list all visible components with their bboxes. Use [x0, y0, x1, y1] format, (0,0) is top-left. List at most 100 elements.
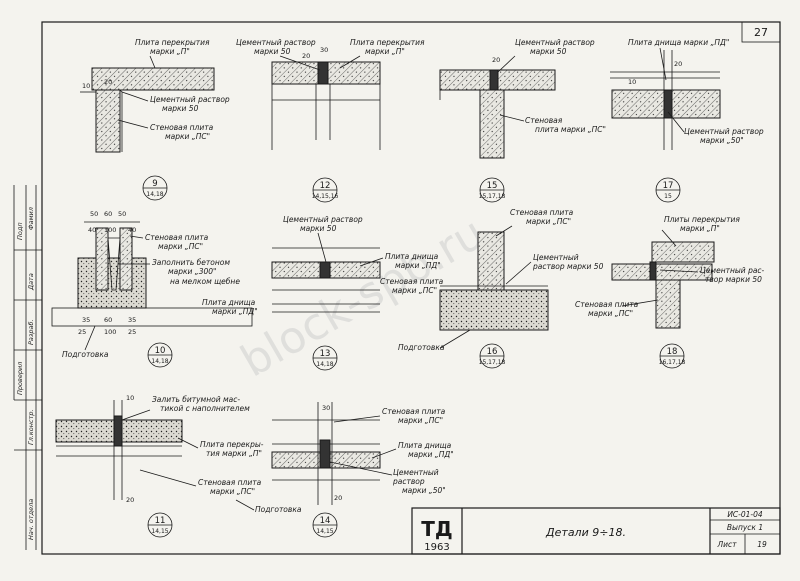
svg-text:100: 100 [104, 226, 116, 234]
svg-text:10: 10 [155, 346, 166, 356]
svg-text:20: 20 [104, 78, 112, 86]
svg-text:20: 20 [302, 52, 310, 60]
svg-text:Заполнить бетоном: Заполнить бетоном [152, 258, 230, 267]
svg-text:30: 30 [320, 46, 328, 54]
svg-text:50: 50 [90, 210, 98, 218]
svg-text:Цементный: Цементный [393, 468, 439, 477]
side-note: Подп [16, 222, 24, 240]
svg-text:тикой с наполнителем: тикой с наполнителем [160, 404, 250, 413]
svg-text:14,18: 14,18 [151, 358, 168, 365]
svg-text:10: 10 [82, 82, 90, 90]
svg-text:марки „П": марки „П" [150, 47, 190, 56]
svg-text:Плита днища: Плита днища [385, 252, 439, 261]
detail-11: 10 20 Залить битумной мас- тикой с напол… [55, 394, 302, 538]
svg-text:Стеновая плита: Стеновая плита [575, 300, 639, 309]
svg-text:25: 25 [78, 328, 86, 336]
svg-text:Цементный раствор: Цементный раствор [684, 127, 764, 136]
sheet-number: 27 [754, 26, 768, 39]
svg-text:Плита днища марки „ПД": Плита днища марки „ПД" [628, 38, 729, 47]
issue: Выпуск 1 [727, 523, 763, 532]
svg-text:Подготовка: Подготовка [398, 343, 445, 352]
detail-18: Плиты перекрытия марки „П" Цементный рас… [575, 215, 765, 369]
svg-text:Подготовка: Подготовка [62, 350, 109, 359]
svg-text:14,15,16: 14,15,16 [312, 193, 339, 200]
list-label: Лист [716, 540, 737, 549]
detail-10: 50 60 50 40 100 40 25 100 25 35 60 35 Ст… [51, 210, 258, 368]
svg-text:марки „ПС": марки „ПС" [526, 217, 571, 226]
svg-text:15,17,18: 15,17,18 [479, 359, 506, 366]
svg-text:Цементный раствор: Цементный раствор [283, 215, 363, 224]
svg-text:раствор: раствор [392, 477, 425, 486]
detail-17: 20 10 Плита днища марки „ПД" Цементный р… [610, 38, 764, 203]
svg-text:14,18: 14,18 [146, 191, 163, 198]
svg-text:60: 60 [104, 316, 112, 324]
side-note: Разраб. [27, 319, 35, 345]
svg-text:марки 50: марки 50 [162, 104, 199, 113]
svg-text:Стеновая плита: Стеновая плита [150, 123, 214, 132]
svg-text:100: 100 [104, 328, 116, 336]
svg-text:20: 20 [492, 56, 500, 64]
svg-text:марки „ПД": марки „ПД" [408, 450, 454, 459]
svg-text:тия марки „П": тия марки „П" [206, 449, 262, 458]
svg-text:марки „ПС": марки „ПС" [158, 242, 203, 251]
sheet-title: Детали 9÷18. [545, 526, 626, 539]
svg-text:Плита перекрытия: Плита перекрытия [135, 38, 210, 47]
svg-text:плита марки „ПС": плита марки „ПС" [535, 125, 606, 134]
svg-text:марки „50": марки „50" [402, 486, 446, 495]
detail-13: Цементный раствор марки 50 Плита днища м… [271, 215, 444, 371]
svg-text:Подготовка: Подготовка [255, 505, 302, 514]
svg-text:Стеновая: Стеновая [525, 116, 563, 125]
svg-text:12: 12 [320, 181, 331, 191]
svg-text:40: 40 [128, 226, 136, 234]
svg-text:40: 40 [88, 226, 96, 234]
detail-16: Стеновая плита марки „ПС" Цементный раст… [398, 208, 604, 369]
svg-text:марки „ПС": марки „ПС" [210, 487, 255, 496]
svg-text:марки „ПД": марки „ПД" [212, 307, 258, 316]
title-block: ТД 1963 Детали 9÷18. ИС-01-04 Выпуск 1 Л… [411, 507, 781, 555]
svg-text:марки „П": марки „П" [680, 224, 720, 233]
svg-text:марки 50: марки 50 [254, 47, 291, 56]
svg-text:марки „ПС": марки „ПС" [392, 286, 437, 295]
detail-15: 20 Цементный раствор марки 50 Стеновая п… [439, 38, 606, 203]
side-note: Дата [27, 273, 35, 291]
list-number: 19 [757, 540, 767, 549]
svg-text:16: 16 [487, 347, 498, 357]
svg-text:35: 35 [128, 316, 136, 324]
svg-text:10: 10 [628, 78, 636, 86]
svg-text:марки „П": марки „П" [365, 47, 405, 56]
svg-text:Стеновая плита: Стеновая плита [380, 277, 444, 286]
svg-text:14,15: 14,15 [316, 528, 333, 535]
svg-text:марки „50": марки „50" [700, 136, 744, 145]
svg-text:марки „ПД": марки „ПД" [395, 261, 441, 270]
svg-text:35: 35 [82, 316, 90, 324]
svg-text:Цементный раствор: Цементный раствор [515, 38, 595, 47]
side-stamp: Фамил Подп Дата Разраб. Проверил Гл.конс… [13, 185, 42, 550]
detail-9: 10 20 Плита перекрытия марки „П" Цементн… [80, 38, 230, 201]
svg-text:16,17,18: 16,17,18 [659, 359, 686, 366]
svg-text:17: 17 [663, 181, 674, 191]
svg-text:30: 30 [322, 404, 330, 412]
svg-text:Цементный рас-: Цементный рас- [700, 266, 765, 275]
svg-text:марки „300": марки „300" [168, 267, 216, 276]
svg-text:твор марки 50: твор марки 50 [705, 275, 762, 284]
svg-text:14: 14 [320, 516, 331, 526]
svg-text:Плита перекры-: Плита перекры- [200, 440, 264, 449]
svg-text:Плита перекрытия: Плита перекрытия [350, 38, 425, 47]
svg-text:марки „ПС": марки „ПС" [398, 416, 443, 425]
svg-text:Плиты перекрытия: Плиты перекрытия [664, 215, 740, 224]
doc-code: ИС-01-04 [727, 510, 763, 519]
svg-text:11: 11 [155, 516, 166, 526]
detail-12: 30 20 Цементный раствор марки 50 Плита п… [236, 38, 425, 203]
svg-text:Цементный раствор: Цементный раствор [236, 38, 316, 47]
svg-text:9: 9 [152, 179, 157, 189]
svg-text:14,18: 14,18 [316, 361, 333, 368]
svg-text:15: 15 [664, 193, 672, 200]
svg-text:марки 50: марки 50 [530, 47, 567, 56]
year: 1963 [424, 542, 449, 553]
svg-text:Цементный: Цементный [533, 253, 579, 262]
svg-text:13: 13 [320, 349, 331, 359]
svg-text:Цементный раствор: Цементный раствор [150, 95, 230, 104]
svg-text:50: 50 [118, 210, 126, 218]
svg-text:20: 20 [674, 60, 682, 68]
